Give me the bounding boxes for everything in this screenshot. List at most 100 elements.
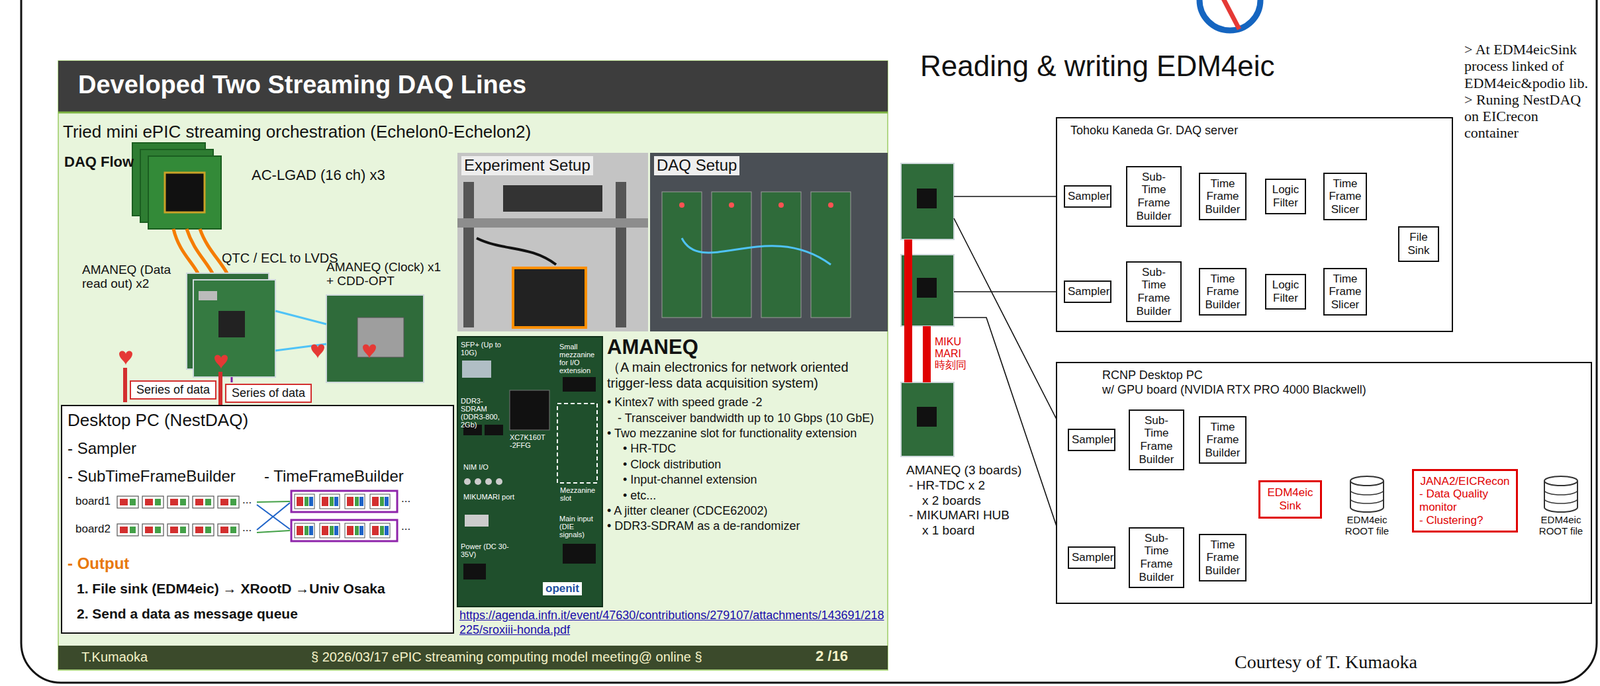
nim-connector — [474, 478, 482, 486]
rack-board — [810, 191, 851, 318]
data-cell — [167, 524, 189, 537]
ellipsis: ... — [242, 493, 252, 508]
node-text: JANA2/EICRecon — [1419, 475, 1511, 489]
node-text: EDM4eic Sink — [1263, 486, 1318, 513]
server-group: SamplerSub-Time Frame BuilderTime Frame … — [1055, 362, 1593, 605]
side-note: > At EDM4eicSink process linked of EDM4e… — [1464, 41, 1595, 92]
frame-segment — [370, 494, 390, 510]
cable — [681, 238, 831, 265]
feature-bullet: • Two mezzanine slot for functionality e… — [607, 426, 888, 442]
data-cell — [192, 496, 214, 509]
sfp-cage — [462, 360, 492, 378]
board-part-label: SFP+ (Up to 10G) — [460, 340, 514, 357]
side-note: > Runing NestDAQ on EICrecon container — [1464, 91, 1595, 142]
cylinder-ring — [1544, 490, 1578, 504]
power-connector — [463, 564, 486, 580]
process-box: Time Frame Slicer — [1323, 172, 1367, 222]
frame-segment — [344, 523, 365, 539]
status-led — [679, 202, 685, 208]
node-text: Sampler — [1071, 551, 1112, 565]
connector — [198, 291, 218, 301]
process-box: Sampler — [1067, 428, 1116, 452]
node-detail: - Clustering? — [1419, 514, 1511, 528]
footer-author: T.Kumaoka — [81, 649, 148, 666]
feature-bullet: • Input-channel extension — [622, 472, 888, 488]
node-detail: 2. Send a data as message queue — [76, 606, 298, 623]
cylinder-top — [1350, 476, 1384, 486]
process-box: Time Frame Slicer — [1323, 268, 1367, 317]
frame-segment — [319, 523, 340, 539]
rack-board — [711, 191, 752, 318]
board-spec: x 2 boards — [922, 493, 1052, 510]
board-part-label: DDR3-SDRAM (DDR3-800, 2Gb) — [460, 397, 509, 429]
slide-ground — [58, 60, 888, 671]
status-led — [778, 202, 784, 208]
node-text: RCNP Desktop PC — [1102, 368, 1546, 384]
status-led — [828, 202, 834, 208]
header-rule — [58, 111, 888, 114]
cylinder-outline — [1542, 474, 1580, 515]
data-cell — [142, 496, 164, 509]
node-text: Series of data — [231, 386, 306, 401]
node-detail: board1 — [75, 495, 111, 509]
data-cell — [167, 496, 189, 509]
merge-wire — [256, 501, 290, 503]
node-text: Logic Filter — [1269, 183, 1303, 210]
frame-segment — [319, 494, 340, 510]
data-cell — [192, 524, 214, 537]
merge-wire — [256, 505, 290, 530]
node-text: Desktop PC (NestDAQ) — [67, 410, 249, 431]
signal-cable — [173, 229, 199, 275]
database-cylinder: EDM4eic ROOT file — [1333, 474, 1401, 538]
data-series-bar — [123, 368, 128, 403]
logo-stroke — [1223, 0, 1240, 30]
heartbeat-icon — [119, 351, 133, 367]
node-detail: - Sampler — [67, 439, 137, 459]
ac-lgad-sensor-stack — [132, 142, 222, 230]
data-series-box: Series of data — [225, 383, 312, 404]
status-led — [728, 202, 735, 208]
process-box: Sampler — [1063, 280, 1112, 304]
link-label: MIKUMARI 時刻同 — [934, 336, 967, 372]
rack-board — [761, 191, 801, 318]
node-text: Sub-Time Frame Builder — [1132, 414, 1181, 467]
section-heading: DAQ Flow — [64, 153, 134, 171]
board-part-label: Power (DC 30-35V) — [460, 542, 514, 559]
database-cylinder: EDM4eic ROOT file — [1532, 474, 1590, 538]
amaneq-board — [900, 382, 954, 457]
ellipsis: ... — [401, 520, 411, 534]
node-text: Sub-Time Frame Builder — [1132, 532, 1181, 584]
node-detail: - SubTimeFrameBuilder — [67, 467, 236, 486]
page-frame — [21, 0, 1597, 684]
ddr3-chip — [484, 424, 504, 436]
node-detail: - Data Quality monitor — [1419, 487, 1511, 514]
clock-cable — [275, 311, 327, 325]
board-part-label: NIM I/O — [463, 463, 510, 472]
process-box: Time Frame Builder — [1198, 416, 1247, 465]
data-wire — [231, 377, 234, 383]
node-text: Time Frame Slicer — [1327, 272, 1364, 312]
merge-wire — [256, 530, 290, 533]
node-text: File Sink — [1402, 231, 1436, 257]
sink-box: EDM4eic Sink — [1258, 480, 1322, 519]
board-description: （A main electronics for network oriented… — [607, 359, 888, 392]
amaneq-board — [900, 163, 954, 240]
nim-connector — [485, 478, 492, 486]
node-text: Sampler — [1067, 189, 1108, 204]
node-text: Series of data — [136, 383, 210, 398]
feature-bullet: • Kintex7 with speed grade -2 — [607, 395, 888, 411]
node-text: Time Frame Builder — [1202, 538, 1243, 578]
merge-wire — [256, 503, 290, 531]
frame-rail — [457, 218, 649, 228]
desktop-pc-panel: Desktop PC (NestDAQ) - Sampler - SubTimeFr… — [60, 405, 455, 635]
mezzanine-slot — [557, 403, 598, 484]
signal-cable — [186, 229, 214, 275]
slide-footer-bar — [58, 646, 888, 670]
feature-bullet: • Clock distribution — [622, 457, 888, 473]
part-label: AMANEQ (Clock) x1 + CDD-OPT — [326, 260, 449, 289]
text-column: AMANEQ (3 boards)- HR-TDC x 2x 2 boards-… — [906, 463, 1052, 539]
fpga-chip — [916, 188, 937, 209]
server-group: SamplerSub-Time Frame BuilderTime Frame … — [1055, 117, 1454, 333]
node-detail: - Output — [67, 554, 130, 574]
process-box: Sub-Time Frame Builder — [1128, 409, 1185, 471]
